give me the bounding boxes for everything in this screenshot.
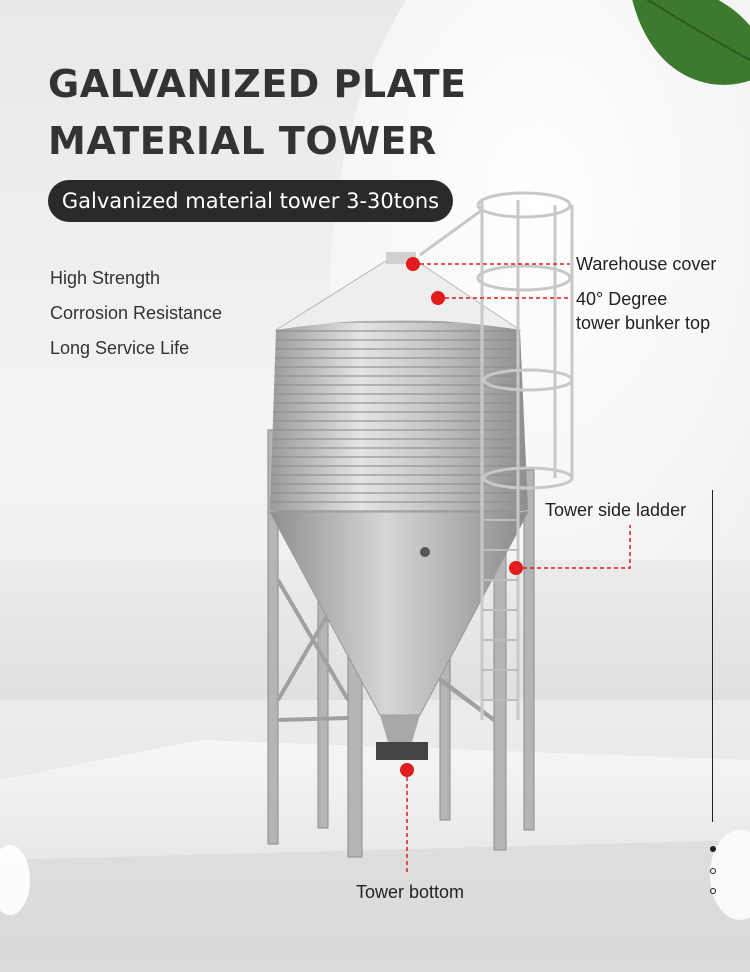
label-side-ladder: Tower side ladder: [545, 500, 687, 520]
subtitle-badge: Galvanized material tower 3-30tons: [48, 180, 453, 222]
label-warehouse-cover: Warehouse cover: [576, 254, 717, 274]
nav-dot-2[interactable]: [710, 868, 716, 874]
label-degree-line-1: 40° Degree: [576, 289, 668, 309]
label-degree-line-2: tower bunker top: [576, 313, 711, 333]
label-tower-bottom: Tower bottom: [356, 882, 465, 902]
annotation-markers: [400, 257, 523, 777]
feature-strength: High Strength: [50, 268, 161, 288]
title-line-2: MATERIAL TOWER: [48, 119, 437, 163]
page-title: GALVANIZED PLATE MATERIAL TOWER: [48, 56, 466, 170]
title-line-1: GALVANIZED PLATE: [48, 62, 467, 106]
nav-dot-1[interactable]: [710, 846, 716, 852]
plant-leaf-image: [632, 0, 750, 85]
divider-line: [712, 490, 713, 822]
feature-service-life: Long Service Life: [50, 338, 190, 358]
nav-dot-3[interactable]: [710, 888, 716, 894]
feature-corrosion: Corrosion Resistance: [50, 303, 223, 323]
